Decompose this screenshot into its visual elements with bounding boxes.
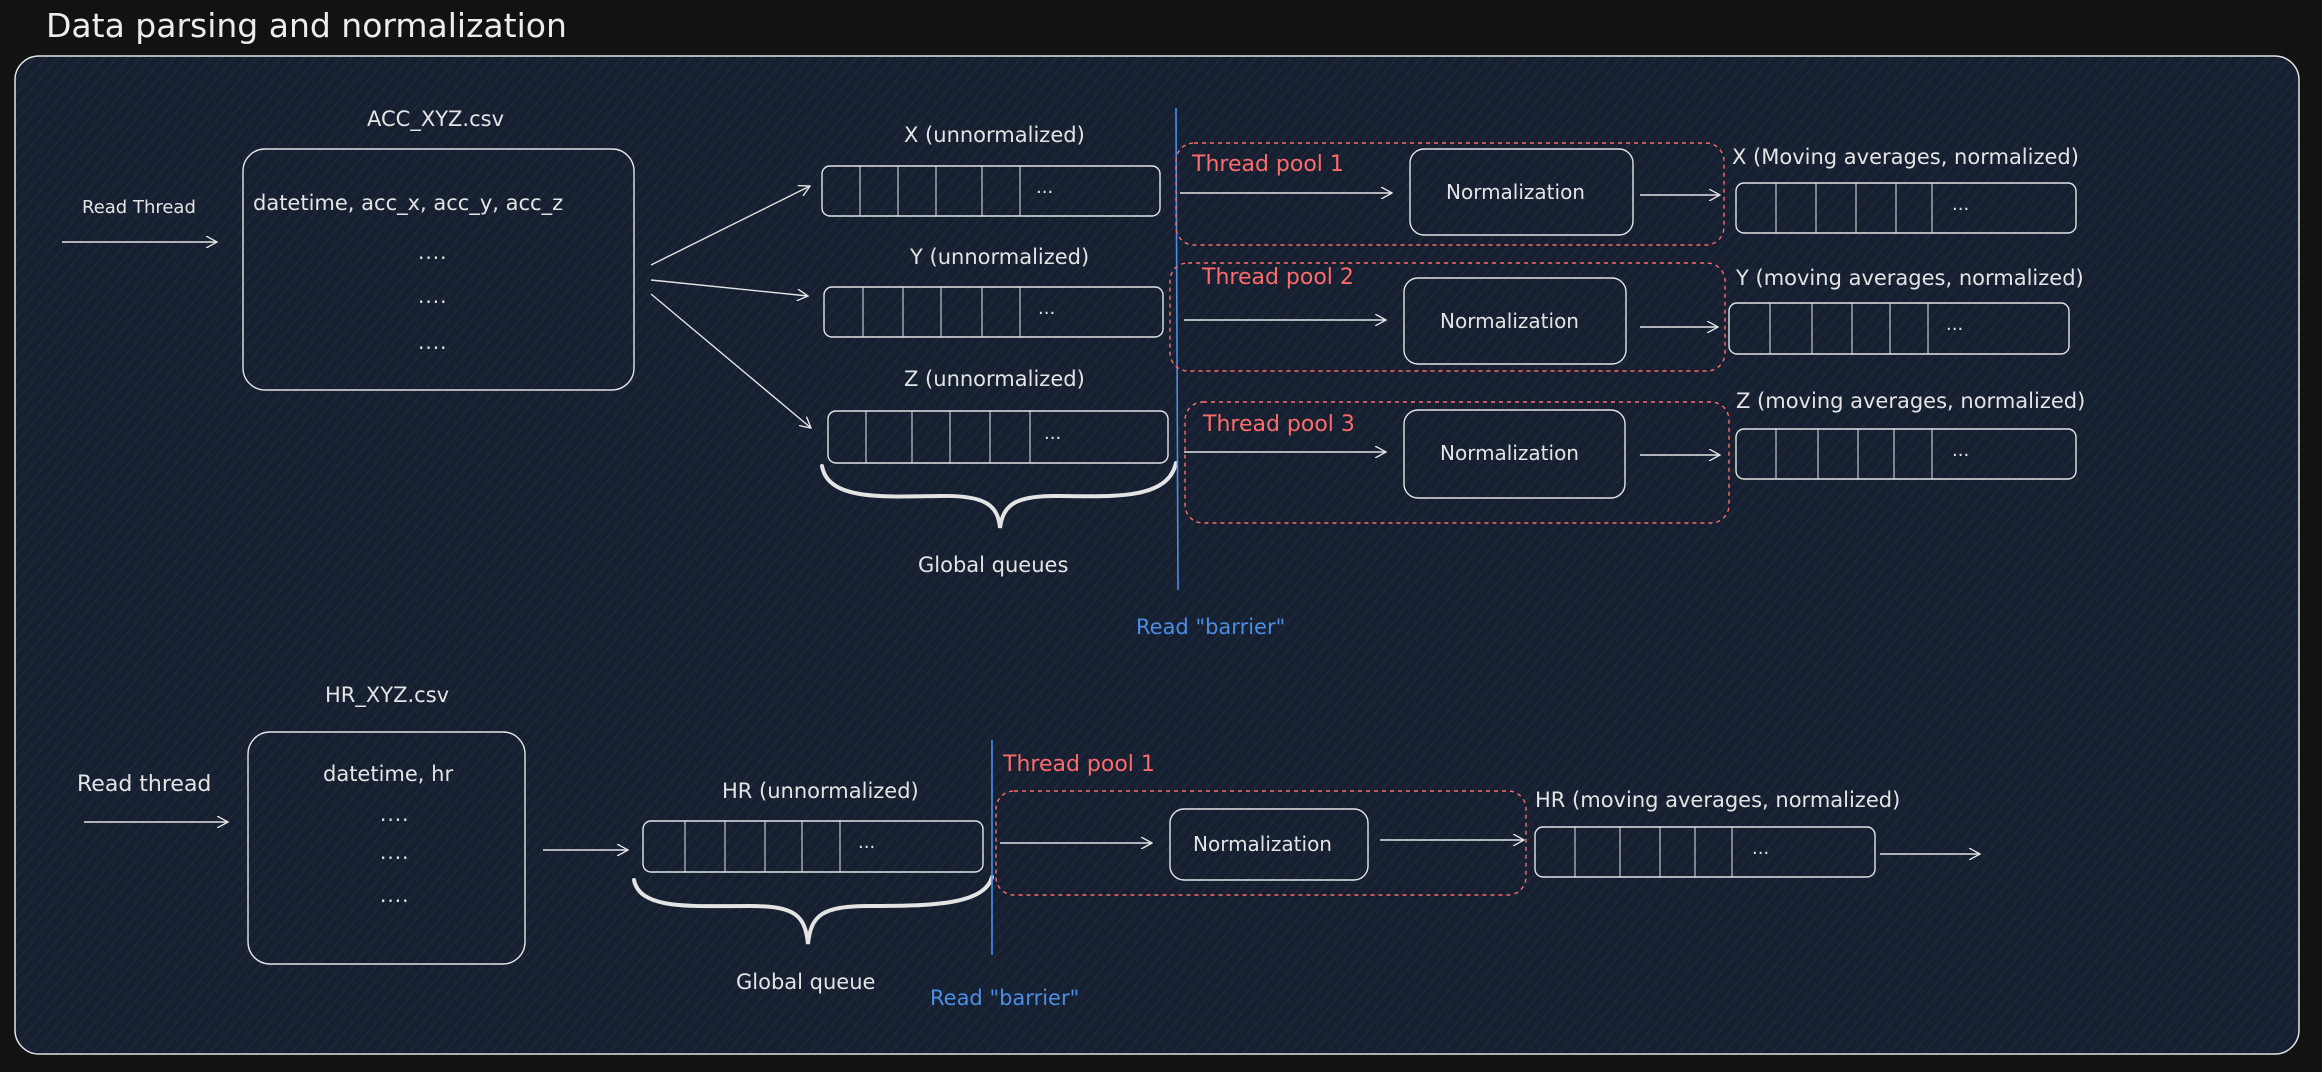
hr-ellipsis-2: ....: [380, 840, 410, 864]
hr-queue: [642, 820, 984, 873]
hr-ellipsis-3: ....: [380, 883, 410, 907]
queue-y: [823, 286, 1164, 338]
hr-read-thread-label: Read thread: [77, 772, 212, 797]
hr-barrier-label: Read "barrier": [930, 986, 1080, 1010]
acc-read-barrier: [1175, 107, 1179, 591]
diagram-title: Data parsing and normalization: [46, 6, 567, 45]
hr-output-label: HR (moving averages, normalized): [1535, 788, 1901, 812]
normalization-3-label: Normalization: [1440, 441, 1579, 465]
acc-ellipsis-2: ....: [418, 284, 448, 308]
acc-split-arrow-z: [650, 293, 811, 428]
acc-read-thread-label: Read Thread: [82, 197, 196, 218]
queue-z-label: Z (unnormalized): [904, 367, 1085, 391]
queue-x-label: X (unnormalized): [904, 123, 1085, 147]
acc-ellipsis-1: ....: [418, 240, 448, 264]
normalization-box-1: [1409, 148, 1634, 236]
hr-file-name: HR_XYZ.csv: [325, 683, 450, 707]
output-x-ellipsis: ...: [1952, 194, 1970, 215]
hr-queue-brace: [632, 875, 994, 945]
output-queue-x: [1735, 182, 2077, 234]
queue-z: [827, 410, 1169, 464]
acc-barrier-label: Read "barrier": [1136, 615, 1286, 639]
output-queue-z: [1735, 428, 2077, 480]
queue-y-ellipsis: ...: [1038, 298, 1056, 319]
acc-split-arrow-x: [650, 186, 810, 266]
acc-queues-brace: [820, 461, 1178, 529]
hr-file-box: [247, 731, 526, 965]
normalization-box-2: [1403, 277, 1627, 365]
normalization-1-label: Normalization: [1446, 180, 1585, 204]
acc-file-name: ACC_XYZ.csv: [367, 107, 505, 131]
hr-brace-label: Global queue: [736, 970, 876, 994]
normalization-box-3: [1403, 409, 1626, 499]
queue-x-ellipsis: ...: [1036, 177, 1054, 198]
hr-ellipsis-1: ....: [380, 802, 410, 826]
acc-file-box: [242, 148, 635, 391]
output-z-label: Z (moving averages, normalized): [1736, 389, 2086, 413]
output-x-label: X (Moving averages, normalized): [1732, 145, 2079, 169]
hr-normalization-label: Normalization: [1193, 832, 1332, 856]
output-queue-y: [1728, 302, 2070, 355]
output-y-label: Y (moving averages, normalized): [1736, 266, 2084, 290]
hr-normalization-box: [1169, 808, 1369, 881]
thread-pool-3-label: Thread pool 3: [1203, 412, 1355, 437]
normalization-2-label: Normalization: [1440, 309, 1579, 333]
thread-pool-2-label: Thread pool 2: [1202, 265, 1354, 290]
output-z-ellipsis: ...: [1952, 440, 1970, 461]
acc-header-row: datetime, acc_x, acc_y, acc_z: [253, 191, 564, 215]
thread-pool-1-box: [1175, 142, 1725, 246]
output-y-ellipsis: ...: [1946, 314, 1964, 335]
queue-z-ellipsis: ...: [1044, 423, 1062, 444]
acc-ellipsis-3: ....: [418, 330, 448, 354]
thread-pool-1-label: Thread pool 1: [1192, 152, 1344, 177]
hr-thread-pool-label: Thread pool 1: [1003, 752, 1155, 777]
outer-panel: [14, 55, 2300, 1055]
queue-x: [821, 165, 1161, 217]
hr-output-queue: [1534, 826, 1876, 878]
queue-y-label: Y (unnormalized): [910, 245, 1090, 269]
thread-pool-3-box: [1184, 401, 1730, 524]
hr-queue-label: HR (unnormalized): [722, 779, 919, 803]
hr-thread-pool-box: [995, 790, 1527, 896]
acc-split-arrow-y: [650, 279, 808, 296]
hr-header-row: datetime, hr: [323, 762, 454, 786]
acc-brace-label: Global queues: [918, 553, 1069, 577]
hr-queue-ellipsis: ...: [858, 832, 876, 853]
thread-pool-2-box: [1169, 262, 1726, 372]
hr-output-ellipsis: ...: [1752, 838, 1770, 859]
